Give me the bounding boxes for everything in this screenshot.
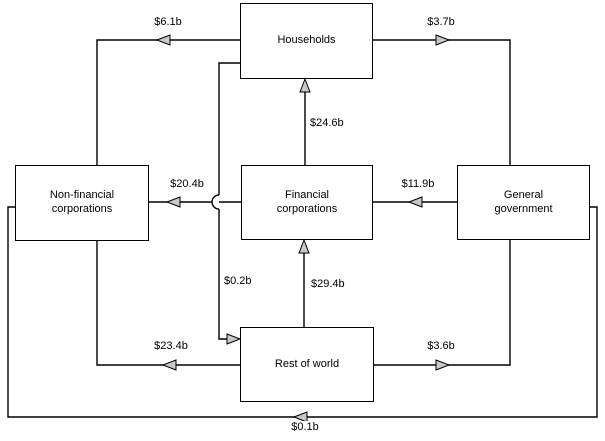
- flow-amount-restofworld-to-government: $3.6b: [414, 340, 468, 352]
- arrowhead-up-icon: [299, 77, 311, 93]
- node-label: Financial corporations: [276, 188, 338, 215]
- connector-restofworld-to-government: [374, 240, 511, 366]
- arrowhead-up-icon: [298, 238, 310, 254]
- flow-amount-government-to-financial: $11.9b: [391, 178, 445, 190]
- flow-amount-households-to-restofworld: $0.2b: [223, 275, 253, 287]
- connector-restofworld-to-nonfinancial: [96, 241, 240, 366]
- arrowhead-right-icon: [435, 34, 451, 46]
- flow-amount-restofworld-to-nonfinancial: $23.4b: [144, 340, 198, 352]
- arrowhead-left-icon: [155, 34, 171, 46]
- node-label: Non-financial corporations: [49, 189, 115, 215]
- flow-amount-government-to-nonfinancial: $0.1b: [278, 421, 332, 433]
- node-households: Households: [240, 3, 373, 79]
- connector-households-to-government: [373, 39, 511, 165]
- node-financial-corporations: Financial corporations: [241, 165, 373, 240]
- arrowhead-right-icon: [226, 333, 242, 345]
- flow-amount-households-to-nonfinancial: $6.1b: [144, 16, 192, 28]
- flow-amount-financial-to-households: $24.6b: [309, 117, 345, 129]
- arrowhead-left-icon: [161, 359, 177, 371]
- flow-amount-households-to-government: $3.7b: [417, 16, 465, 28]
- line-hop-arc: [211, 194, 220, 210]
- arrowhead-left-icon: [407, 196, 423, 208]
- node-non-financial-corporations: Non-financial corporations: [15, 165, 149, 241]
- node-general-government: General government: [457, 165, 590, 240]
- node-label: Rest of world: [274, 357, 340, 370]
- flow-amount-financial-to-nonfinancial: $20.4b: [160, 178, 214, 190]
- arrowhead-left-icon: [165, 196, 181, 208]
- arrowhead-right-icon: [435, 359, 451, 371]
- node-rest-of-world: Rest of world: [240, 327, 374, 402]
- connector-households-to-nonfinancial: [96, 39, 240, 165]
- node-label: General government: [494, 188, 553, 215]
- node-label: Households: [277, 34, 336, 47]
- connector-households-to-restofworld: [218, 62, 240, 340]
- flow-amount-restofworld-to-financial: $29.4b: [310, 278, 346, 290]
- arrowhead-left-icon: [292, 411, 308, 423]
